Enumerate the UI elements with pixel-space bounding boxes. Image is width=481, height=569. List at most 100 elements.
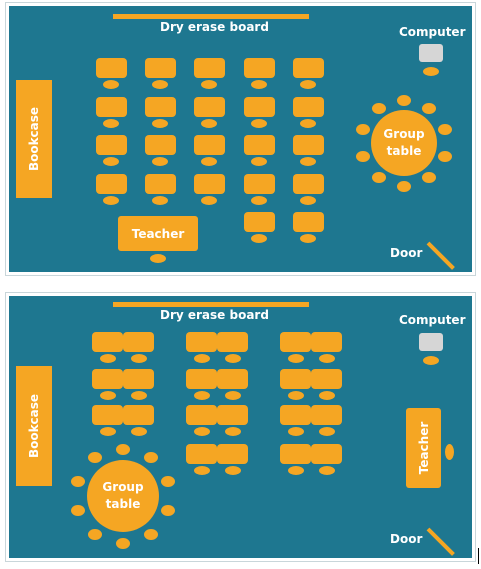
student-desk bbox=[194, 97, 225, 117]
door-label: Door bbox=[390, 532, 423, 546]
student-desk bbox=[186, 405, 217, 425]
computer-icon bbox=[419, 44, 443, 62]
student-desk bbox=[123, 332, 154, 352]
student-chair bbox=[251, 157, 267, 166]
group-table-seat bbox=[356, 150, 371, 162]
door-swing bbox=[426, 241, 455, 270]
group-table-seat bbox=[356, 124, 371, 136]
teacher-label: Teacher bbox=[416, 421, 431, 475]
student-chair bbox=[201, 157, 217, 166]
student-desk bbox=[123, 369, 154, 389]
classroom-layout-2: Dry erase board Computer Bookcase Teache… bbox=[6, 293, 475, 561]
student-desk bbox=[145, 135, 176, 155]
student-desk bbox=[293, 97, 324, 117]
student-chair bbox=[194, 427, 210, 436]
teacher-desk: Teacher bbox=[406, 408, 441, 488]
student-desk bbox=[280, 444, 311, 464]
student-chair bbox=[131, 427, 147, 436]
student-chair bbox=[288, 466, 304, 475]
student-chair bbox=[103, 157, 119, 166]
student-chair bbox=[225, 354, 241, 363]
student-chair bbox=[300, 196, 316, 205]
student-desk bbox=[194, 135, 225, 155]
group-table: Group table bbox=[371, 110, 437, 176]
group-table-seat bbox=[71, 505, 86, 517]
student-desk bbox=[244, 135, 275, 155]
student-desk bbox=[217, 444, 248, 464]
dry-erase-board-label: Dry erase board bbox=[160, 308, 269, 322]
student-chair bbox=[152, 157, 168, 166]
student-desk bbox=[186, 369, 217, 389]
student-chair bbox=[103, 196, 119, 205]
computer-icon bbox=[419, 333, 443, 351]
student-desk bbox=[145, 58, 176, 78]
bookcase: Bookcase bbox=[16, 80, 52, 198]
student-chair bbox=[251, 80, 267, 89]
student-desk bbox=[217, 332, 248, 352]
group-table-label: Group table bbox=[102, 480, 144, 511]
student-desk bbox=[96, 58, 127, 78]
student-chair bbox=[288, 354, 304, 363]
bookcase-label: Bookcase bbox=[27, 393, 41, 459]
student-desk bbox=[244, 174, 275, 194]
text-cursor bbox=[478, 548, 479, 564]
student-chair bbox=[319, 391, 335, 400]
student-chair bbox=[131, 391, 147, 400]
student-chair bbox=[201, 80, 217, 89]
student-desk bbox=[145, 174, 176, 194]
bookcase-label: Bookcase bbox=[27, 106, 41, 172]
student-chair bbox=[300, 119, 316, 128]
student-chair bbox=[300, 157, 316, 166]
group-table-seat bbox=[71, 475, 86, 487]
student-chair bbox=[194, 391, 210, 400]
student-chair bbox=[225, 466, 241, 475]
student-desk bbox=[92, 405, 123, 425]
door-swing bbox=[426, 527, 455, 556]
student-desk bbox=[280, 405, 311, 425]
student-desk bbox=[186, 332, 217, 352]
student-chair bbox=[288, 427, 304, 436]
student-desk bbox=[217, 405, 248, 425]
student-chair bbox=[288, 391, 304, 400]
student-chair bbox=[251, 196, 267, 205]
student-desk bbox=[145, 97, 176, 117]
teacher-label: Teacher bbox=[131, 226, 185, 241]
group-table-seat bbox=[397, 180, 411, 192]
teacher-chair bbox=[445, 444, 454, 460]
student-desk bbox=[311, 444, 342, 464]
door-label: Door bbox=[390, 246, 423, 260]
student-desk bbox=[293, 212, 324, 232]
group-table-seat bbox=[371, 172, 386, 184]
student-desk bbox=[293, 135, 324, 155]
student-desk bbox=[96, 97, 127, 117]
student-chair bbox=[103, 80, 119, 89]
student-desk bbox=[96, 135, 127, 155]
student-desk bbox=[293, 174, 324, 194]
student-desk bbox=[96, 174, 127, 194]
computer-label: Computer bbox=[399, 313, 466, 327]
student-chair bbox=[300, 234, 316, 243]
student-chair bbox=[251, 234, 267, 243]
student-desk bbox=[244, 212, 275, 232]
group-table: Group table bbox=[87, 460, 159, 532]
student-chair bbox=[201, 119, 217, 128]
student-chair bbox=[319, 427, 335, 436]
student-chair bbox=[300, 80, 316, 89]
student-desk bbox=[280, 369, 311, 389]
student-chair bbox=[100, 354, 116, 363]
student-chair bbox=[251, 119, 267, 128]
teacher-desk: Teacher bbox=[118, 216, 198, 251]
computer-label: Computer bbox=[399, 25, 466, 39]
student-chair bbox=[201, 196, 217, 205]
dry-erase-board bbox=[113, 14, 309, 19]
student-desk bbox=[293, 58, 324, 78]
group-table-seat bbox=[397, 94, 411, 106]
student-desk bbox=[194, 174, 225, 194]
student-desk bbox=[311, 332, 342, 352]
bookcase: Bookcase bbox=[16, 366, 52, 486]
student-chair bbox=[152, 119, 168, 128]
student-chair bbox=[100, 427, 116, 436]
computer-chair bbox=[423, 67, 439, 76]
student-chair bbox=[319, 354, 335, 363]
group-table-seat bbox=[422, 172, 437, 184]
